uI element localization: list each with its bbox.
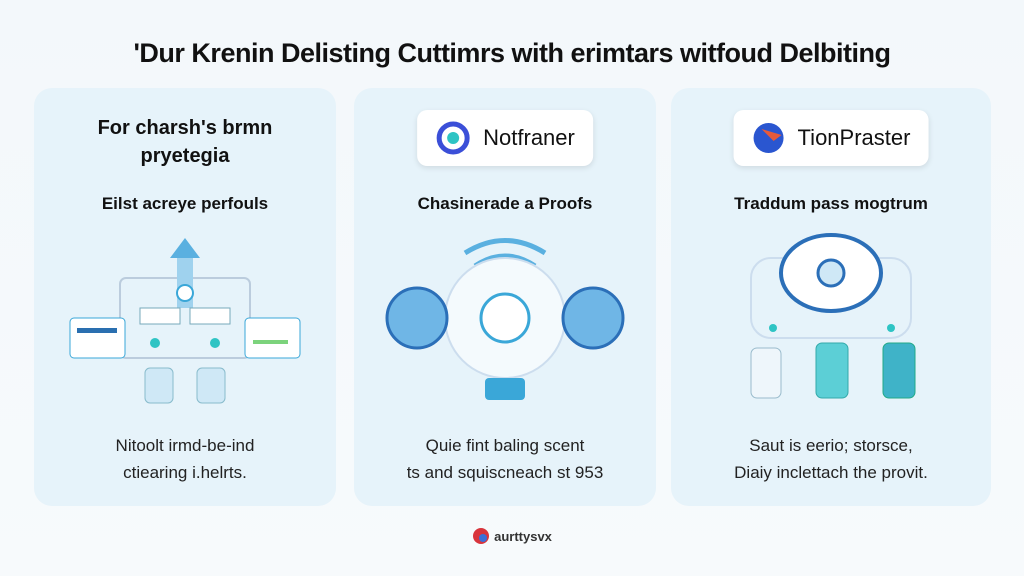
card-strategy: For charsh's brmn pryetegia Eilst acreye… [34, 88, 336, 506]
desc-line-1: Nitoolt irmd-be-ind [115, 436, 255, 455]
brand-logo-notfraner: Notfraner [417, 110, 593, 166]
ring-logo-icon [436, 121, 470, 155]
logo-text: TionPraster [797, 125, 911, 150]
card-subtitle: Eilst acreye perfouls [101, 194, 269, 213]
card-description: Nitoolt irmd-be-ind ctiearing i.helrts. [34, 432, 336, 486]
desc-line-2: Diaiy inclettach the provit. [734, 463, 928, 482]
card-heading: For charsh's brmn pryetegia [34, 114, 336, 170]
page-title: 'Dur Krenin Delisting Cuttimrs with erim… [133, 38, 891, 68]
device-signal-illustration [385, 238, 625, 400]
card-tionpraster: TionPraster Traddum pass mogtrum Saut is… [671, 88, 991, 506]
logo-text: Notfraner [483, 125, 575, 150]
heading-line-1: For charsh's brmn [97, 117, 273, 139]
desc-line-2: ctiearing i.helrts. [123, 463, 247, 482]
card-description: Saut is eerio; storsce, Diaiy inclettach… [671, 432, 991, 486]
heading-line-2: pryetegia [140, 145, 230, 167]
desc-line-2: ts and squiscneach st 953 [406, 463, 604, 482]
desc-line-1: Saut is eerio; storsce, [749, 436, 913, 455]
card-notfraner: Notfraner Chasinerade a Proofs Quie fint… [354, 88, 656, 506]
card-subtitle: Traddum pass mogtrum [734, 194, 928, 213]
footer-brand-text: aurttysvx [494, 528, 552, 544]
brand-logo-tionpraster: TionPraster [733, 110, 929, 166]
card-subtitle: Chasinerade a Proofs [417, 194, 593, 213]
network-diagram-illustration [69, 238, 301, 404]
desc-line-1: Quie fint baling scent [425, 436, 585, 455]
cloud-bottles-illustration [750, 233, 916, 399]
footer-brand: aurttysvx [0, 527, 1024, 545]
globe-logo-icon [753, 123, 784, 153]
brand-mark-icon [473, 528, 490, 544]
card-description: Quie fint baling scent ts and squiscneac… [354, 432, 656, 486]
